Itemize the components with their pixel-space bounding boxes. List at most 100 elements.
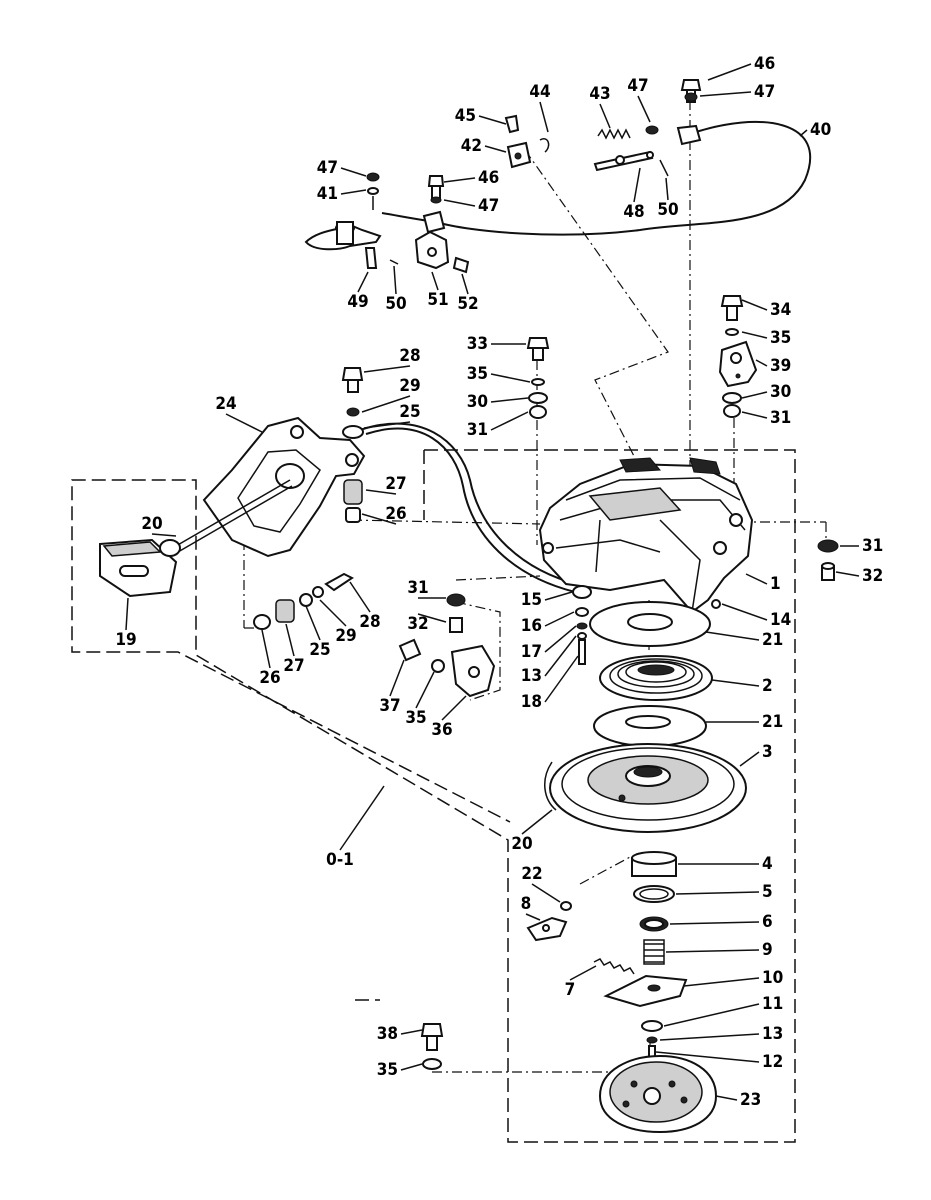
callout-28a: 28 xyxy=(399,346,420,366)
callout-38: 38 xyxy=(377,1024,398,1044)
callout-31d: 31 xyxy=(407,578,428,598)
callout-27b: 27 xyxy=(283,656,304,676)
callout-34: 34 xyxy=(770,300,791,320)
callout-35b: 35 xyxy=(467,364,488,384)
callout-6: 6 xyxy=(762,912,773,932)
callout-24: 24 xyxy=(215,394,236,414)
callout-32a: 32 xyxy=(862,566,883,586)
leader-13b xyxy=(659,1033,760,1041)
leader-27a xyxy=(365,489,397,495)
callout-31c: 31 xyxy=(862,536,883,556)
callout-25a: 25 xyxy=(399,402,420,422)
leader-43 xyxy=(599,103,611,129)
leader-13a xyxy=(544,635,577,677)
callout-21a: 21 xyxy=(762,630,783,650)
callout-47a: 47 xyxy=(754,82,775,102)
leader-17 xyxy=(544,625,577,653)
callout-29a: 29 xyxy=(399,376,420,396)
leader-40 xyxy=(799,129,808,137)
leader-29a xyxy=(361,395,411,413)
leader-26a xyxy=(361,513,397,525)
callout-30a: 30 xyxy=(770,382,791,402)
cables xyxy=(359,120,812,593)
callout-2: 2 xyxy=(762,676,773,696)
callout-23: 23 xyxy=(740,1090,761,1110)
leader-46a xyxy=(707,63,752,81)
leader-30b xyxy=(490,397,529,403)
callout-31b: 31 xyxy=(467,420,488,440)
callout-40: 40 xyxy=(810,120,831,140)
callout-44: 44 xyxy=(529,82,550,102)
callout-4: 4 xyxy=(762,854,773,874)
leader-24 xyxy=(225,413,263,433)
leader-42 xyxy=(484,145,507,153)
callout-16: 16 xyxy=(521,616,542,636)
leader-21a xyxy=(705,631,760,641)
leader-5 xyxy=(675,891,760,895)
callout-42: 42 xyxy=(461,136,482,156)
stack-15-18 xyxy=(572,585,592,665)
leader-47d xyxy=(443,199,476,207)
leader-20b xyxy=(521,809,553,835)
callout-17: 17 xyxy=(521,642,542,662)
leader-35d xyxy=(400,1063,423,1071)
callout-47c: 47 xyxy=(317,158,338,178)
leader-8 xyxy=(525,913,541,921)
callout-1: 1 xyxy=(770,574,781,594)
callout-26b: 26 xyxy=(259,668,280,688)
rope-handle-assembly xyxy=(99,367,366,630)
leader-7 xyxy=(569,965,597,981)
leader-37 xyxy=(389,659,405,697)
leader-51 xyxy=(431,271,439,291)
leader-35b xyxy=(490,373,531,383)
leader-3 xyxy=(739,751,760,767)
callout-47b: 47 xyxy=(627,76,648,96)
leader-32b xyxy=(417,613,447,623)
leader-2 xyxy=(711,679,760,687)
leader-47a xyxy=(699,91,752,97)
leader-36 xyxy=(441,695,467,721)
leader-28b xyxy=(349,581,371,613)
leader-35c xyxy=(415,671,435,709)
leader-31a xyxy=(741,411,768,419)
leader-19 xyxy=(125,597,129,631)
leader-35a xyxy=(741,331,768,339)
leader-0-1 xyxy=(339,785,385,851)
leader-18 xyxy=(544,655,579,703)
callout-leaders xyxy=(125,63,860,1101)
leader-26b xyxy=(261,629,271,669)
leader-25a xyxy=(363,421,411,429)
callout-14: 14 xyxy=(770,610,791,630)
callout-48: 48 xyxy=(623,202,644,222)
leader-30a xyxy=(741,391,768,399)
callout-21b: 21 xyxy=(762,712,783,732)
leader-23 xyxy=(715,1095,738,1101)
callout-35a: 35 xyxy=(770,328,791,348)
callout-28b: 28 xyxy=(359,612,380,632)
leader-32a xyxy=(835,571,860,577)
callout-46a: 46 xyxy=(754,54,775,74)
callout-18: 18 xyxy=(521,692,542,712)
leader-11 xyxy=(663,1003,760,1027)
leader-48 xyxy=(633,167,641,203)
callout-32b: 32 xyxy=(407,614,428,634)
callout-49: 49 xyxy=(347,292,368,312)
callout-13a: 13 xyxy=(521,666,542,686)
leader-20a xyxy=(151,533,177,537)
callout-0-1: 0-1 xyxy=(326,850,354,870)
leader-34 xyxy=(741,299,768,311)
callout-5: 5 xyxy=(762,882,773,902)
leader-44 xyxy=(539,101,549,133)
callout-41: 41 xyxy=(317,184,338,204)
leader-39 xyxy=(755,359,768,367)
leader-16 xyxy=(544,611,575,627)
mount-hardware xyxy=(526,295,839,581)
callout-30b: 30 xyxy=(467,392,488,412)
callout-35d: 35 xyxy=(377,1060,398,1080)
callout-15: 15 xyxy=(521,590,542,610)
callout-26a: 26 xyxy=(385,504,406,524)
leader-38 xyxy=(400,1029,423,1035)
callout-29b: 29 xyxy=(335,626,356,646)
leader-49 xyxy=(357,271,369,293)
